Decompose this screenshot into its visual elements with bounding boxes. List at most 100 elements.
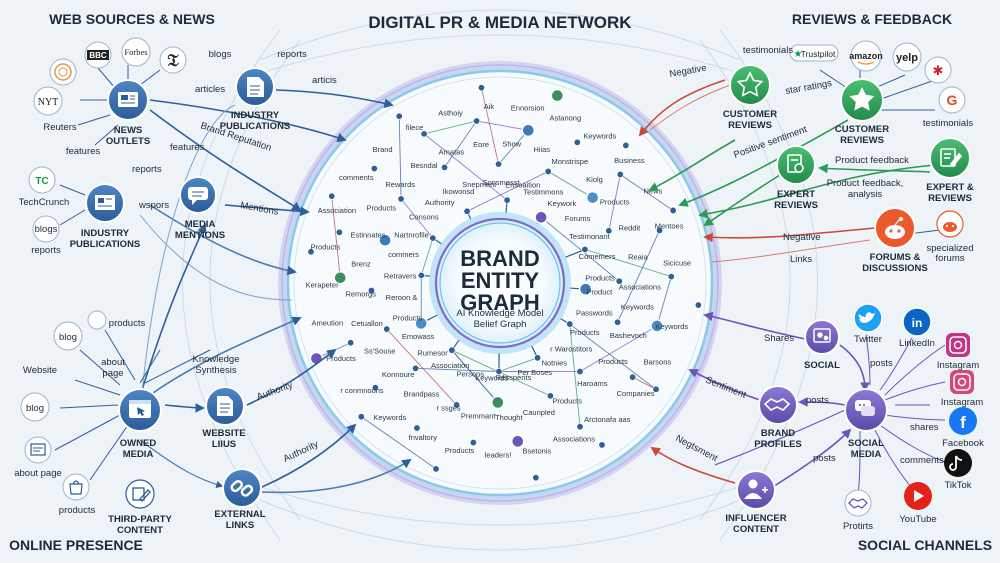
hub-social[interactable]: SOCIAL xyxy=(804,319,840,371)
source-yelp[interactable]: yelp xyxy=(892,42,922,72)
hub-third-party-content[interactable]: THIRD-PARTY CONTENT xyxy=(108,479,172,536)
inner-node[interactable] xyxy=(413,424,421,432)
source-nyt[interactable]: NYT xyxy=(33,86,63,116)
hub-external-links[interactable]: EXTERNAL LINKS xyxy=(214,468,266,531)
source-testimonials-top[interactable]: testimonials xyxy=(743,45,793,56)
inner-node[interactable] xyxy=(521,123,535,138)
source-reports-top[interactable]: reports xyxy=(277,49,307,60)
source-products-2[interactable]: products xyxy=(59,473,96,516)
hub-website-links[interactable]: WEBSITE LIIUS xyxy=(202,386,246,450)
source-orange-badge[interactable] xyxy=(49,58,77,86)
source-trustpilot[interactable]: ★ Trustpilot xyxy=(789,44,839,62)
brand-entity-graph-core[interactable]: BRAND ENTITY GRAPH AI Knowledge Model Be… xyxy=(429,212,571,354)
inner-node[interactable] xyxy=(370,165,378,173)
hub-forums-discussions[interactable]: FORUMS & DISCUSSIONS xyxy=(862,207,928,274)
inner-node[interactable] xyxy=(629,373,637,381)
inner-node[interactable] xyxy=(473,117,481,125)
inner-node[interactable] xyxy=(534,210,548,224)
source-techcrunch[interactable]: TC TechCrunch xyxy=(19,166,70,208)
source-amazon[interactable]: amazon xyxy=(849,40,883,72)
specialized-forums-source[interactable]: specialized forums xyxy=(927,210,974,264)
source-yelp-icon[interactable]: ✱ xyxy=(924,56,952,84)
inner-node[interactable] xyxy=(347,339,355,347)
inner-node[interactable] xyxy=(544,167,552,175)
inner-node[interactable] xyxy=(383,325,391,333)
inner-node[interactable] xyxy=(578,282,593,296)
inner-node[interactable] xyxy=(412,364,420,372)
inner-node[interactable] xyxy=(371,384,379,392)
inner-node[interactable] xyxy=(576,423,584,431)
source-tiktok[interactable]: TikTok xyxy=(944,449,972,491)
hub-expert-reviews-b[interactable]: EXPERT & REVIEWS xyxy=(926,137,974,204)
source-website[interactable]: Website xyxy=(23,365,57,376)
source-protirts[interactable]: Protirts xyxy=(843,489,873,532)
inner-node[interactable] xyxy=(581,245,589,253)
inner-node[interactable] xyxy=(546,392,554,400)
inner-node[interactable] xyxy=(463,207,471,215)
source-twitter[interactable]: Twitter xyxy=(853,303,883,345)
source-about-page[interactable]: about page xyxy=(101,357,125,379)
source-testimonials-right[interactable]: testimonials xyxy=(923,118,973,129)
inner-node[interactable] xyxy=(585,190,600,205)
source-nyt-t[interactable]: 𝔗 xyxy=(159,46,187,74)
inner-node[interactable] xyxy=(420,130,428,138)
inner-node[interactable] xyxy=(652,385,660,393)
source-features[interactable]: features xyxy=(66,146,101,157)
hub-influencer-content[interactable]: INFLUENCER CONTENT xyxy=(725,470,787,535)
inner-node[interactable] xyxy=(576,368,584,376)
hub-social-media[interactable]: SOCIAL MEDIA xyxy=(844,388,888,460)
inner-node[interactable] xyxy=(477,84,485,92)
inner-node[interactable] xyxy=(622,141,630,149)
source-instagram-a[interactable]: Instagram xyxy=(937,333,979,371)
source-reports[interactable]: reports xyxy=(31,245,61,256)
source-about-page-2[interactable]: about page xyxy=(14,436,62,479)
inner-node[interactable] xyxy=(534,354,542,362)
inner-node[interactable] xyxy=(656,226,664,234)
inner-node[interactable] xyxy=(335,228,343,236)
inner-node[interactable] xyxy=(605,227,613,235)
inner-node[interactable] xyxy=(650,319,664,333)
source-instagram-b[interactable]: Instagram xyxy=(941,370,983,408)
inner-node[interactable] xyxy=(495,367,503,375)
inner-node[interactable] xyxy=(414,316,428,331)
inner-node[interactable] xyxy=(573,138,581,146)
inner-node[interactable] xyxy=(491,395,505,410)
inner-node[interactable] xyxy=(495,160,503,168)
hub-brand-profiles[interactable]: BRAND PROFILES xyxy=(754,385,802,450)
source-blogs[interactable]: blogs xyxy=(32,215,60,243)
inner-node[interactable] xyxy=(669,206,677,214)
inner-node[interactable] xyxy=(453,401,461,409)
inner-node[interactable] xyxy=(432,465,440,473)
source-blog[interactable]: blog xyxy=(53,321,83,351)
hub-customer-reviews-b[interactable]: CUSTOMER REVIEWS xyxy=(835,78,889,146)
inner-node[interactable] xyxy=(566,320,574,328)
hub-media-mentions[interactable]: MEDIA MENTIONS xyxy=(175,176,225,241)
hub-industry-publications-top[interactable]: INDUSTRY PUBLICATIONS xyxy=(220,67,291,132)
source-bbc[interactable]: BBC xyxy=(84,41,112,69)
inner-node[interactable] xyxy=(448,346,456,354)
inner-node[interactable] xyxy=(469,439,477,447)
source-blogs-top[interactable]: blogs xyxy=(209,49,232,60)
inner-node[interactable] xyxy=(441,163,449,171)
hub-news-outlets[interactable]: NEWS OUTLETS xyxy=(106,79,150,147)
source-facebook[interactable]: f Facebook xyxy=(942,407,984,449)
source-linkedin[interactable]: in LinkedIn xyxy=(899,307,935,349)
source-google[interactable]: G xyxy=(938,86,966,114)
inner-node[interactable] xyxy=(333,271,347,285)
inner-node[interactable] xyxy=(309,351,324,366)
inner-node[interactable] xyxy=(667,273,675,281)
inner-node[interactable] xyxy=(616,170,624,178)
source-products-owned[interactable]: products xyxy=(87,310,145,330)
inner-node[interactable] xyxy=(532,474,540,482)
inner-node[interactable] xyxy=(503,196,511,204)
inner-node[interactable] xyxy=(417,271,425,279)
inner-node[interactable] xyxy=(357,413,365,421)
hub-customer-reviews-a[interactable]: CUSTOMER REVIEWS xyxy=(723,64,777,131)
hub-industry-publications-left[interactable]: INDUSTRY PUBLICATIONS xyxy=(70,183,141,250)
inner-node[interactable] xyxy=(429,234,437,242)
inner-node[interactable] xyxy=(614,318,622,326)
inner-node[interactable] xyxy=(694,301,702,309)
inner-node[interactable] xyxy=(615,277,623,285)
inner-node[interactable] xyxy=(328,192,336,200)
inner-node[interactable] xyxy=(511,434,525,449)
